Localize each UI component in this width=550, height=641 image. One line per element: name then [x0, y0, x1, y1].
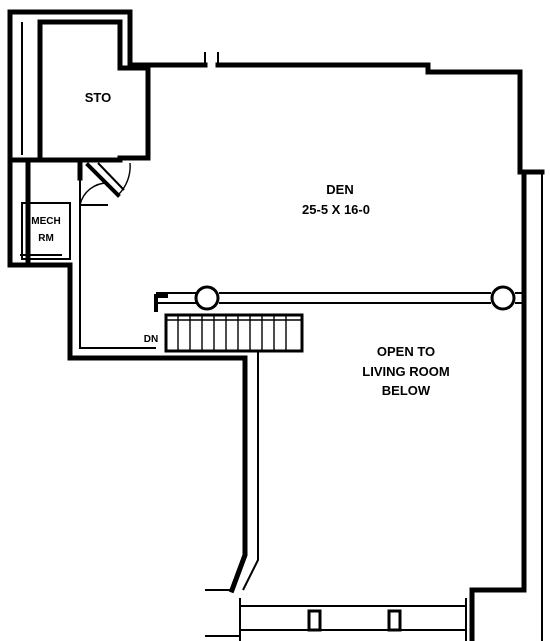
- open-below-line1: OPEN TO: [377, 344, 435, 359]
- staircase: DN: [144, 313, 304, 353]
- bottom-window-wall: [205, 589, 467, 641]
- exterior-walls: [7, 9, 545, 641]
- stair-down-label: DN: [144, 334, 158, 345]
- den-label: DEN: [326, 182, 353, 197]
- storage-label: STO: [85, 90, 112, 105]
- mech-room: MECH RM: [7, 157, 83, 268]
- open-below-line2: LIVING ROOM: [362, 364, 449, 379]
- railing: [154, 285, 524, 312]
- top-door-posts: [204, 52, 219, 66]
- open-below-line3: BELOW: [382, 383, 431, 398]
- mech-label-line2: RM: [38, 233, 54, 244]
- den-dimensions: 25-5 X 16-0: [302, 202, 370, 217]
- mech-label-line1: MECH: [31, 216, 60, 227]
- door-swings: [79, 162, 131, 206]
